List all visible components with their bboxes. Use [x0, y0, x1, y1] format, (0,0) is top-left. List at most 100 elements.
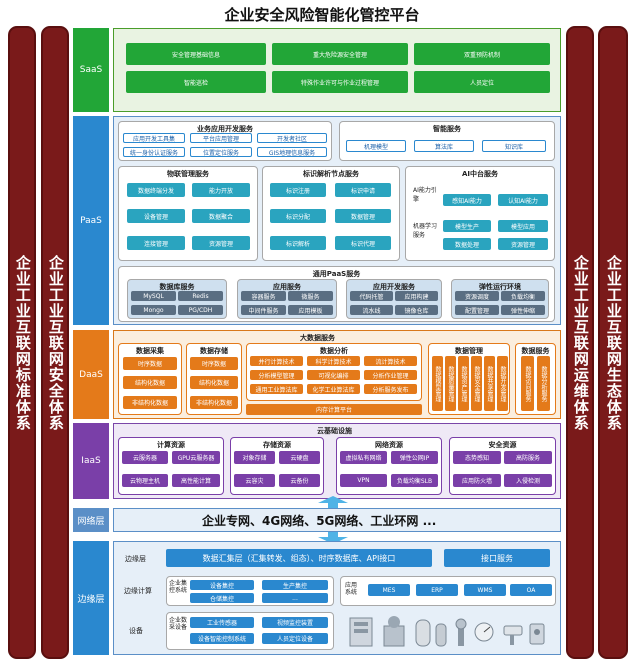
- edge-chip: ERP: [416, 584, 458, 596]
- edge-chip: 生产集控: [262, 580, 328, 590]
- paas-chip: 微服务: [288, 291, 333, 301]
- paas-chip: Mongo: [131, 305, 176, 315]
- daas-chip: 分析作业管理: [364, 370, 417, 380]
- iaas-chip: 负载均衡SLB: [391, 474, 438, 487]
- paas-chip: 弹性伸缩: [501, 305, 545, 315]
- paas-chip: 应用构建: [395, 291, 438, 301]
- network-panel: [113, 508, 561, 532]
- sensor-probe-icon: [455, 618, 467, 646]
- daas-title: 大数据服务: [300, 334, 335, 342]
- edge-chip: WMS: [464, 584, 506, 596]
- iaas-chip: 云物理主机: [122, 474, 168, 487]
- daas-chip: 数据访问服务: [521, 356, 534, 411]
- server-cabinet-icon: [349, 617, 373, 647]
- iot-title: 物联管理服务: [167, 170, 209, 178]
- paas-chip: MySQL: [131, 291, 176, 301]
- iaas-chip: 对象存储: [234, 451, 275, 464]
- paas-chip: 标识解析: [270, 236, 326, 250]
- daas-chip: 数据共享管理: [484, 356, 495, 411]
- iaas-chip: 云备份: [279, 474, 320, 487]
- iaas-title: 云基础设施: [317, 427, 352, 435]
- daas-chip: 数据分析服务: [537, 356, 550, 411]
- saas-module: 双重预防机制: [414, 43, 550, 65]
- daas-chip: 科学计算技术: [307, 356, 360, 366]
- daas-chip: 分析服务发布: [364, 384, 417, 394]
- iaas-chip: GPU云服务器: [172, 451, 220, 464]
- saas-module: 重大危险源安全管理: [272, 43, 408, 65]
- saas-module: 安全管理基础信息: [126, 43, 266, 65]
- paas-chip: 负载均衡: [501, 291, 545, 301]
- paas-chip: 数据聚合: [192, 209, 250, 223]
- iaas-chip: 云硬盘: [279, 451, 320, 464]
- pillar-security: 企业工业互联网安全体系: [41, 26, 69, 659]
- interface-service: 接口服务: [444, 549, 550, 567]
- edge-chip: MES: [368, 584, 410, 596]
- daas-chip: 时序数据: [123, 357, 177, 370]
- layer-label-paas: PaaS: [73, 116, 109, 325]
- equipment-icons: [349, 616, 545, 647]
- double-arrow-icon: [318, 496, 348, 510]
- daas-chip: 结构化数据: [190, 376, 238, 389]
- daas-chip: 时序数据: [190, 357, 238, 370]
- paas-chip: 资源调度: [455, 291, 499, 301]
- paas-chip: 位置定位服务: [190, 147, 252, 157]
- iaas-chip: 虚拟私有网络: [340, 451, 387, 464]
- network-text: 企业专网、4G网络、5G网络、工业环网 ...: [202, 514, 437, 528]
- paas-chip: 知识库: [482, 140, 546, 152]
- common-paas-title: 通用PaaS服务: [312, 270, 361, 278]
- paas-chip: 标识注册: [270, 183, 326, 197]
- layer-label-daas: DaaS: [73, 330, 109, 419]
- memory-platform: 内存计算平台: [246, 404, 422, 415]
- edge-chip: ...: [262, 593, 328, 603]
- layer-label-network: 网络层: [73, 508, 109, 532]
- paas-chip: 资源管理: [192, 236, 250, 250]
- paas-chip: 流水线: [350, 305, 393, 315]
- paas-chip: 认知AI能力: [498, 194, 548, 206]
- saas-module: 特殊作业许可与作业过程管理: [272, 71, 408, 93]
- paas-chip: 代码托管: [350, 291, 393, 301]
- pillar-ecosystem: 企业工业互联网生态体系: [598, 26, 628, 659]
- daas-chip: 化学工业算法库: [307, 384, 360, 394]
- smart-title: 智能服务: [433, 125, 461, 133]
- pillar-operations: 企业工业互联网运维体系: [566, 26, 594, 659]
- daas-chip: 数据资产管理: [458, 356, 469, 411]
- paas-chip: 中间件服务: [241, 305, 286, 315]
- edge-row-label: 设备: [129, 627, 143, 635]
- ai-group-label: AI能力引擎: [413, 187, 437, 203]
- device-group-label: 企业数采设备: [169, 617, 188, 631]
- paas-chip: 数据处理: [443, 238, 491, 250]
- paas-chip: GIS地理信息服务: [257, 147, 327, 157]
- reactor-tank-icon: [415, 619, 447, 647]
- iaas-chip: 态势感知: [453, 451, 501, 464]
- daas-chip: 数据模型管理: [432, 356, 443, 411]
- iaas-chip: 云容灾: [234, 474, 275, 487]
- daas-chip: 数据质量管理: [445, 356, 456, 411]
- paas-chip: 配置管理: [455, 305, 499, 315]
- iaas-chip: VPN: [340, 474, 387, 487]
- paas-chip: PG/CDH: [178, 305, 223, 315]
- paas-chip: 容器服务: [241, 291, 286, 301]
- layer-label-iaas: IaaS: [73, 423, 109, 499]
- daas-chip: 流计算技术: [364, 356, 417, 366]
- control-label: 企业集控系统: [169, 580, 188, 594]
- daas-chip: 通用工业算法库: [250, 384, 303, 394]
- gauge-meter-icon: [474, 622, 494, 642]
- paas-chip: 算法库: [414, 140, 474, 152]
- badge-tag-icon: [529, 623, 545, 645]
- iaas-chip: 高性能计算: [172, 474, 220, 487]
- paas-chip: 感知AI能力: [443, 194, 491, 206]
- edge-row-label: 边缘层: [125, 555, 146, 563]
- paas-chip: 统一身份认证服务: [123, 147, 185, 157]
- pillar-standards: 企业工业互联网标准体系: [8, 26, 36, 659]
- camera-icon: [503, 625, 523, 645]
- edge-chip: 设备智能控制系统: [190, 633, 254, 644]
- paas-chip: 标识代理: [335, 236, 391, 250]
- paas-chip: 标识申请: [335, 183, 391, 197]
- paas-chip: 数据终端分发: [127, 183, 185, 197]
- daas-chip: 结构化数据: [123, 376, 177, 389]
- saas-module: 智能巡检: [126, 71, 266, 93]
- industrial-machine-icon: [383, 616, 405, 647]
- paas-chip: 开发者社区: [257, 133, 327, 143]
- daas-chip: 非结构化数据: [190, 396, 238, 409]
- daas-chip: 数据开发管理: [497, 356, 508, 411]
